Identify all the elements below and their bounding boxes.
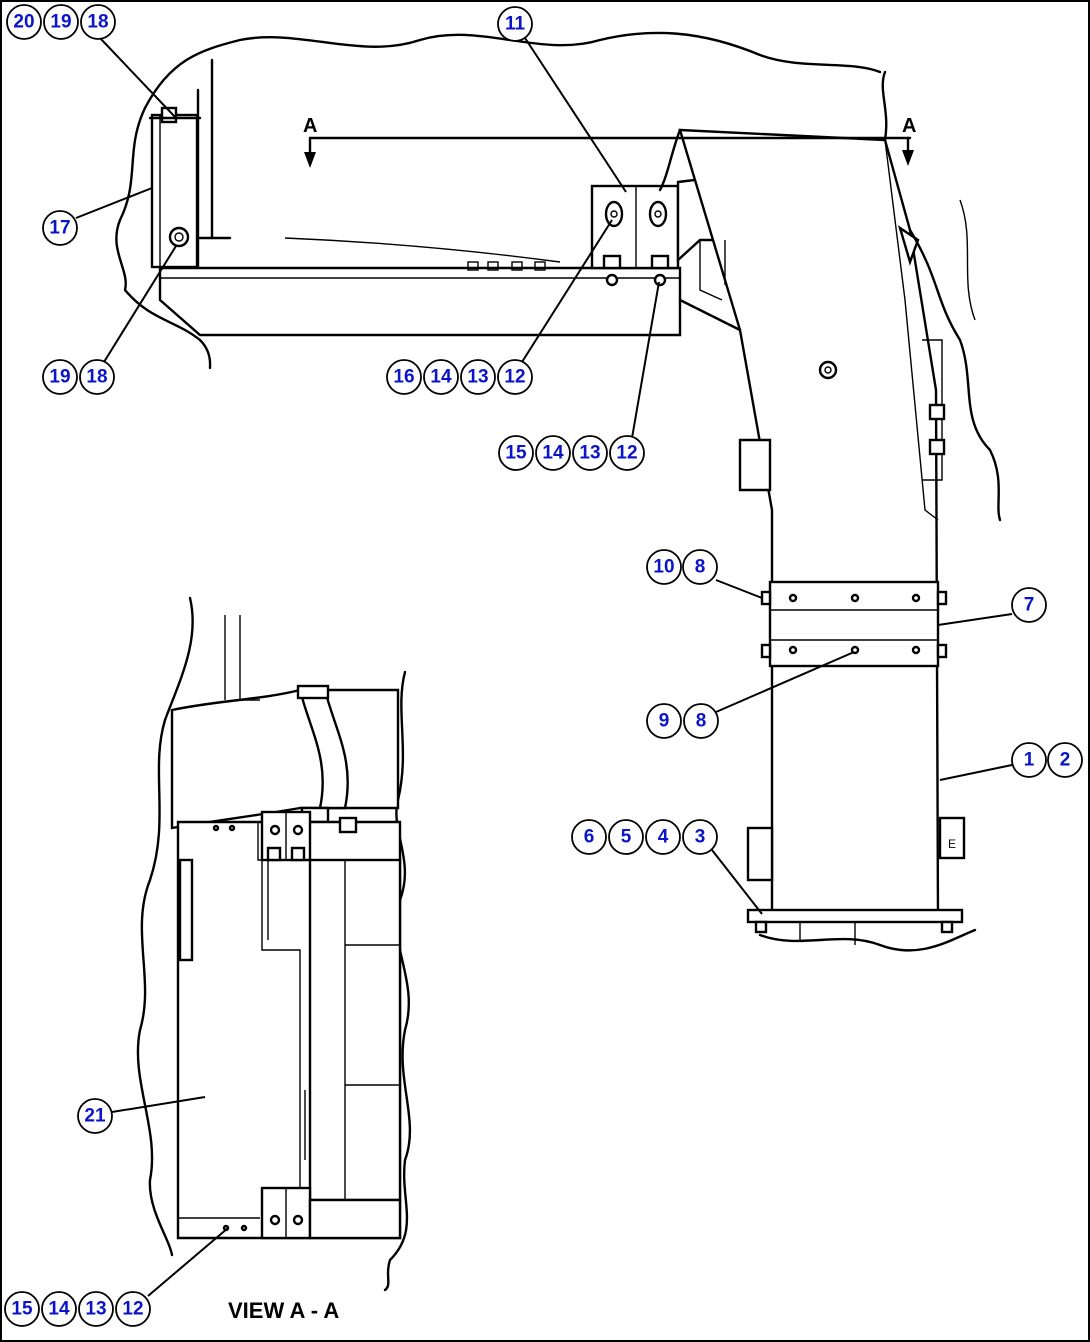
- callout-17: 17: [42, 210, 78, 246]
- callout-number: 7: [1024, 595, 1035, 616]
- callout-number: 21: [84, 1106, 106, 1127]
- callout-number: 16: [393, 367, 414, 388]
- callout-number: 12: [504, 367, 525, 388]
- callout-number: 13: [579, 443, 600, 464]
- callout-number: 2: [1060, 750, 1071, 771]
- flange-3: [746, 908, 964, 924]
- callout-1-2: 1 2: [1011, 742, 1083, 778]
- callout-15-14-13-12-top: 15 14 13 12: [498, 435, 645, 471]
- callout-number: 18: [87, 12, 108, 33]
- section-label-right: A: [902, 115, 916, 137]
- beam-fittings: [467, 261, 546, 271]
- callout-number: 4: [658, 827, 669, 848]
- core-panel: [308, 858, 402, 1202]
- callout-number: 10: [653, 557, 674, 578]
- callout-number: 5: [621, 827, 632, 848]
- callout-number: 6: [584, 827, 595, 848]
- callout-7: 7: [1011, 587, 1047, 623]
- callout-number: 12: [122, 1299, 143, 1320]
- callout-number: 14: [542, 443, 564, 464]
- section-view-a-a: [136, 596, 412, 1292]
- callout-11: 11: [497, 6, 533, 42]
- view-caption: VIEW A - A: [228, 1298, 339, 1323]
- callout-10-8: 10 8: [646, 549, 718, 585]
- callout-number: 20: [13, 12, 34, 33]
- callout-number: 19: [49, 367, 70, 388]
- leader-lines: [75, 37, 1013, 1297]
- callout-number: 1: [1024, 750, 1035, 771]
- callout-9-8: 9 8: [646, 703, 719, 739]
- callout-15-14-13-12-bottom: 15 14 13 12: [4, 1291, 151, 1327]
- callout-number: 13: [85, 1299, 106, 1320]
- callout-number: 8: [696, 711, 707, 732]
- callout-20-19-18: 20 19 18: [6, 4, 116, 40]
- callout-number: 13: [467, 367, 488, 388]
- section-label-left: A: [303, 115, 317, 137]
- callout-number: 19: [50, 12, 71, 33]
- callout-16-14-13-12: 16 14 13 12: [386, 359, 533, 395]
- callout-number: 14: [430, 367, 452, 388]
- callout-number: 9: [659, 711, 670, 732]
- callout-21: 21: [77, 1098, 113, 1134]
- upper-assembly-view: E: [115, 31, 1002, 952]
- callout-number: 14: [48, 1299, 70, 1320]
- callout-number: 8: [695, 557, 706, 578]
- callout-number: 18: [86, 367, 107, 388]
- callout-number: 15: [11, 1299, 33, 1320]
- callout-number: 15: [505, 443, 527, 464]
- callout-6-5-4-3: 6 5 4 3: [571, 819, 718, 855]
- callout-number: 3: [695, 827, 706, 848]
- svg-text:E: E: [948, 837, 956, 851]
- callout-number: 11: [505, 14, 526, 35]
- callout-number: 17: [49, 218, 70, 239]
- column-1-2: [678, 128, 940, 922]
- callout-number: 12: [616, 443, 637, 464]
- callout-19-18: 19 18: [42, 359, 115, 395]
